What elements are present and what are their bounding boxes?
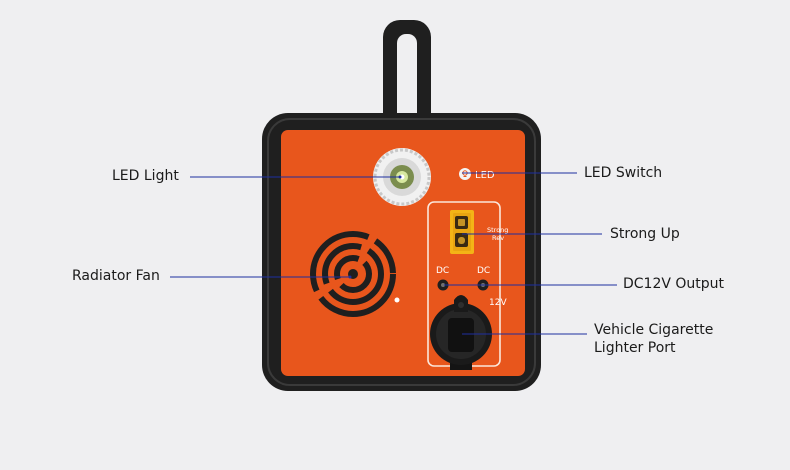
dc12v-output-label: DC12V Output: [623, 276, 725, 292]
dc-right-label: DC: [477, 266, 490, 276]
xt60-connector-icon: [450, 210, 474, 254]
led-lamp-icon: [373, 148, 431, 206]
radiator-fan-label: Radiator Fan: [72, 268, 160, 284]
vehicle-port-label-line1: Vehicle Cigarette: [594, 322, 714, 338]
dc-left-label: DC: [436, 266, 449, 276]
cigarette-socket-icon: [430, 295, 492, 370]
fan-grille-icon: [310, 231, 396, 317]
led-switch-callout: LED Switch: [584, 165, 663, 181]
handle-icon: [383, 20, 431, 138]
vehicle-port-label-line2: Lighter Port: [594, 340, 676, 356]
led-switch-label: LED: [475, 170, 495, 181]
dc-port-left-icon: [437, 279, 449, 291]
volt-label: 12V: [489, 298, 507, 308]
strong-up-label: Strong Up: [610, 226, 680, 242]
led-light-label: LED Light: [112, 168, 179, 184]
led-switch-icon: [459, 168, 471, 180]
leader-lines: [170, 172, 617, 335]
strong-label: Strong: [487, 226, 508, 234]
rev-label: Rev: [492, 234, 504, 242]
